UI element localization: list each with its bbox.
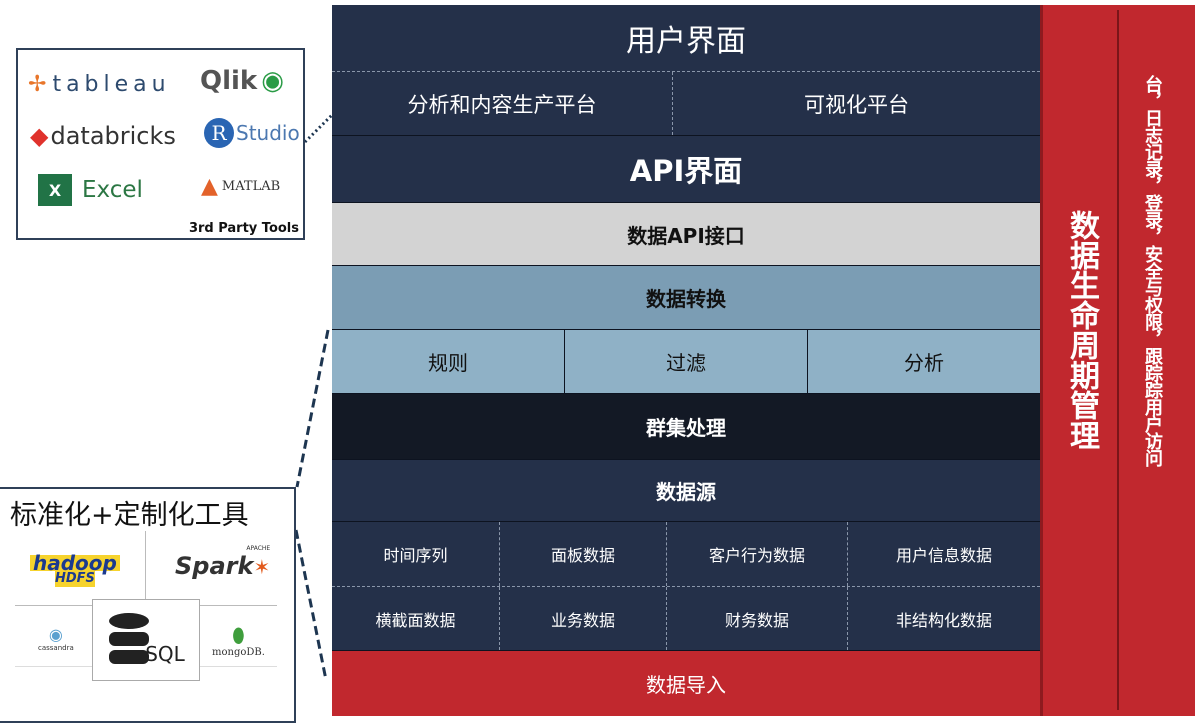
hadoop-text: hadoop <box>30 553 120 573</box>
user-interface-label: 用户界面 <box>626 24 746 59</box>
analytics-platform-cell: 分析和内容生产平台 <box>332 72 673 135</box>
mongodb-logo: ⬮mongoDB. <box>212 623 265 658</box>
data-api-label: 数据API接口 <box>627 223 745 248</box>
rstudio-text: Studio <box>236 121 300 145</box>
filter-cell: 过滤 <box>565 330 808 393</box>
databricks-text: databricks <box>50 122 176 150</box>
source-cell: 横截面数据 <box>332 587 500 650</box>
tableau-logo: ✢tableau <box>28 72 171 97</box>
data-transform-label: 数据转换 <box>646 287 726 311</box>
layer-data-source: 数据源 <box>332 460 1040 522</box>
cluster-label: 群集处理 <box>646 416 726 440</box>
database-icon <box>109 613 150 664</box>
third-party-caption: 3rd Party Tools <box>188 221 299 236</box>
sql-logo: SQL <box>92 599 200 681</box>
source-cell: 时间序列 <box>332 522 500 586</box>
matlab-text: MATLAB <box>221 179 281 194</box>
layer-data-import: 数据导入 <box>332 651 1040 716</box>
visualization-platform-cell: 可视化平台 <box>804 92 909 117</box>
layer-data-transform: 数据转换 <box>332 266 1040 330</box>
sources-row-1: 时间序列 面板数据 客户行为数据 用户信息数据 <box>332 522 1040 587</box>
sources-row-2: 横截面数据 业务数据 财务数据 非结构化数据 <box>332 587 1040 651</box>
layer-data-api: 数据API接口 <box>332 203 1040 266</box>
lifecycle-column: 数据生命周期管理 台，日志记录，登录，安全与权限，跟踪踪用户访问 <box>1040 5 1195 716</box>
spark-text: Spark <box>175 552 254 580</box>
mongodb-text: mongoDB. <box>212 647 265 658</box>
layer-api-interface: API界面 <box>332 136 1040 203</box>
data-import-label: 数据导入 <box>646 673 726 697</box>
cassandra-logo: ◉cassandra <box>38 625 74 652</box>
source-cell: 财务数据 <box>667 587 848 650</box>
source-cell: 非结构化数据 <box>895 610 992 630</box>
source-cell: 面板数据 <box>500 522 667 586</box>
cassandra-text: cassandra <box>38 644 74 652</box>
lifecycle-title: 数据生命周期管理 <box>1064 210 1099 450</box>
source-cell: 业务数据 <box>500 587 667 650</box>
matlab-logo: ▲MATLAB <box>201 174 281 199</box>
apache-text: APACHE <box>246 545 271 552</box>
qlik-logo: Qlik◉ <box>200 66 284 96</box>
layer-user-interface: 用户界面 <box>332 5 1040 72</box>
hdfs-text: HDFS <box>54 571 95 587</box>
source-cell: 用户信息数据 <box>895 546 992 565</box>
source-cell: 客户行为数据 <box>667 522 848 586</box>
analysis-cell: 分析 <box>904 351 944 375</box>
tableau-text: tableau <box>52 72 171 97</box>
qlik-text: Qlik <box>200 66 258 96</box>
excel-text: Excel <box>82 177 143 203</box>
databricks-logo: ◆databricks <box>30 122 176 150</box>
api-interface-label: API界面 <box>629 154 743 188</box>
sources-connector-bottom <box>294 529 328 681</box>
tools-connector <box>303 113 334 144</box>
data-source-label: 数据源 <box>656 480 716 504</box>
lifecycle-details: 台，日志记录，登录，安全与权限，跟踪踪用户访问 <box>1142 75 1163 466</box>
standard-tools-title: 标准化+定制化工具 <box>10 500 249 531</box>
rules-cell: 规则 <box>332 330 565 393</box>
layer-transform-ops: 规则 过滤 分析 <box>332 330 1040 394</box>
sql-text: SQL <box>145 642 185 666</box>
sources-connector-top <box>295 329 330 488</box>
layer-ui-platforms: 分析和内容生产平台 可视化平台 <box>332 72 1040 136</box>
layer-cluster: 群集处理 <box>332 394 1040 460</box>
